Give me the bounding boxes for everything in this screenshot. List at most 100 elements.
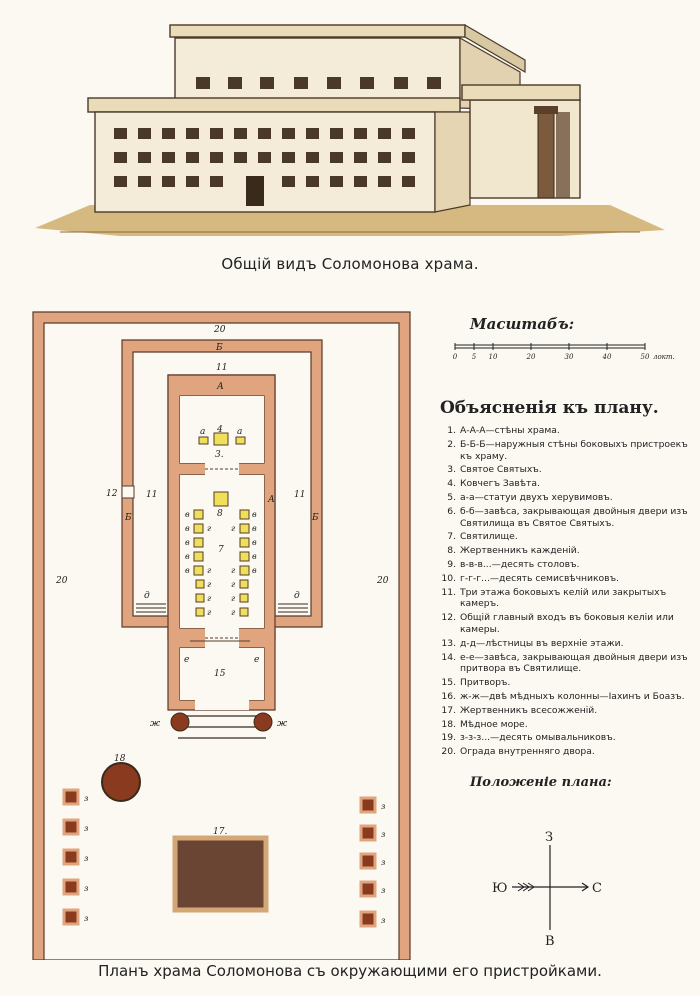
legend-text: Жертвенникъ всесожженій. bbox=[460, 704, 598, 716]
label-lampstand: г bbox=[231, 566, 235, 575]
label-outer-wall-left: Б bbox=[124, 513, 132, 523]
scale-tick: 10 bbox=[489, 353, 498, 361]
label-entrance: 12 bbox=[106, 489, 118, 499]
legend-text: Ковчегъ Завѣта. bbox=[460, 478, 540, 490]
court-wall bbox=[32, 311, 411, 960]
label-table: в bbox=[252, 538, 257, 547]
label-lampstand: г bbox=[231, 608, 235, 617]
label-outer-wall-right: Б bbox=[311, 513, 319, 523]
legend-item: 18.Мѣдное море. bbox=[440, 719, 690, 731]
label-table: в bbox=[185, 552, 190, 561]
bronze-sea bbox=[101, 762, 141, 802]
label-lampstand: г bbox=[231, 524, 235, 533]
legend-item: 20.Ограда внутренняго двора. bbox=[440, 746, 690, 758]
label-laver: з bbox=[381, 858, 385, 867]
label-porch: 15 bbox=[214, 669, 226, 679]
legend-item: 2.Б-Б-Б—наружныя стѣны боковыхъ пристрое… bbox=[440, 439, 690, 463]
label-court-top: 20 bbox=[213, 325, 226, 335]
legend-item: 7.Святилище. bbox=[440, 531, 690, 543]
scale-tick: 0 bbox=[453, 353, 458, 361]
pillar-jachin bbox=[170, 712, 190, 732]
label-chambers-top: 11 bbox=[216, 363, 227, 373]
legend-text: Три этажа боковыхъ келій или закрытыхъ к… bbox=[460, 586, 667, 610]
side-door bbox=[246, 176, 264, 206]
label-chambers-left: 11 bbox=[146, 490, 157, 500]
label-laver: з bbox=[381, 830, 385, 839]
legend-num: 3. bbox=[447, 464, 456, 476]
label-laver: з bbox=[381, 802, 385, 811]
label-table: в bbox=[252, 566, 257, 575]
legend-item: 5.а-а—статуи двухъ херувимовъ. bbox=[440, 492, 690, 504]
legend-item: 11.Три этажа боковыхъ келій или закрытых… bbox=[440, 587, 690, 611]
legend-item: 8. Жертвенникъ кажденій. bbox=[440, 545, 690, 557]
legend-num: 9. bbox=[447, 558, 456, 570]
legend-num: 1. bbox=[447, 425, 456, 436]
label-laver: з bbox=[84, 854, 88, 863]
legend-item: 6.б-б—завѣса, закрывающая двойныя двери … bbox=[440, 506, 690, 530]
legend-num: 10. bbox=[441, 572, 456, 584]
lower-windows bbox=[114, 128, 415, 187]
lampstands-right bbox=[239, 579, 249, 617]
label-cherub-left: а bbox=[200, 427, 205, 437]
label-table: в bbox=[185, 510, 190, 519]
legend-num: 8. bbox=[447, 545, 456, 557]
lavers-left bbox=[62, 788, 80, 926]
upper-windows bbox=[196, 77, 441, 89]
label-table: в bbox=[185, 524, 190, 533]
label-sea: 18 bbox=[114, 754, 126, 764]
label-lampstand: г bbox=[207, 608, 211, 617]
legend-item: 13.д-д—лѣстницы въ верхніе этажи. bbox=[440, 638, 690, 650]
cherub-left bbox=[198, 436, 209, 445]
legend-num: 4. bbox=[447, 478, 456, 490]
ark-of-covenant bbox=[213, 432, 229, 446]
stairs-left bbox=[136, 603, 166, 613]
legend-text: А-А-А—стѣны храма. bbox=[460, 425, 560, 436]
label-laver: з bbox=[381, 916, 385, 925]
ground-shading bbox=[35, 205, 665, 236]
legend-num: 16. bbox=[441, 690, 456, 702]
legend-num: 7. bbox=[447, 531, 456, 543]
label-holy-of-holies: 3. bbox=[215, 450, 224, 460]
compass-east: С bbox=[592, 881, 602, 896]
porch-pillar bbox=[537, 111, 555, 199]
legend-text: г-г-г...—десять семисвѣчниковъ. bbox=[460, 572, 619, 584]
upper-block bbox=[174, 37, 461, 109]
legend-item: 3.Святое Святыхъ. bbox=[440, 464, 690, 476]
compass-north: З bbox=[545, 830, 553, 845]
scale-tick: 20 bbox=[526, 353, 536, 361]
legend-num: 19. bbox=[441, 732, 456, 744]
elevation-caption: Общій видъ Соломонова храма. bbox=[221, 255, 479, 273]
tables-left bbox=[193, 509, 204, 576]
cherub-right bbox=[235, 436, 246, 445]
label-lampstand: г bbox=[207, 524, 211, 533]
legend-text: б-б—завѣса, закрывающая двойныя двери из… bbox=[460, 505, 688, 529]
legend-list: 1. А-А-А—стѣны храма. 2.Б-Б-Б—наружныя ст… bbox=[440, 425, 690, 760]
label-ark: 4 bbox=[216, 425, 223, 435]
legend-item: 12.Общій главный входъ въ боковыя келіи … bbox=[440, 612, 690, 636]
porch-steps bbox=[178, 715, 266, 739]
legend-num: 20. bbox=[441, 746, 456, 758]
scale-tick: 5 bbox=[472, 353, 477, 361]
compass-cross: З В Ю С bbox=[492, 830, 602, 949]
label-lampstand: г bbox=[231, 580, 235, 589]
label-curtain-left: е bbox=[184, 655, 189, 665]
label-table: в bbox=[252, 552, 257, 561]
label-cherub-right: а bbox=[237, 427, 242, 437]
legend-text: в-в-в...—десять столовъ. bbox=[460, 558, 580, 570]
legend-item: 1. А-А-А—стѣны храма. bbox=[440, 425, 690, 437]
legend-item: 15.Притворъ. bbox=[440, 677, 690, 689]
label-altar: 17. bbox=[213, 827, 227, 837]
legend-text: ж-ж—двѣ мѣдныхъ колонны—Іахинъ и Боазъ. bbox=[460, 690, 685, 702]
legend-text: е-е—завѣса, закрывающая двойныя двери из… bbox=[460, 651, 688, 675]
legend-item: 19. з-з-з...—десять омывальниковъ. bbox=[440, 732, 690, 744]
legend-text: Жертвенникъ кажденій. bbox=[460, 545, 580, 557]
label-lampstand: г bbox=[207, 594, 211, 603]
porch-room bbox=[180, 648, 264, 700]
label-lampstand: г bbox=[231, 594, 235, 603]
entrance-opening bbox=[121, 485, 135, 499]
legend-num: 5. bbox=[447, 491, 456, 503]
legend-text: з-з-з...—десять омывальниковъ. bbox=[460, 732, 616, 744]
label-altar-incense: 8 bbox=[217, 509, 223, 519]
label-table: в bbox=[252, 510, 257, 519]
tables-right bbox=[239, 509, 250, 576]
